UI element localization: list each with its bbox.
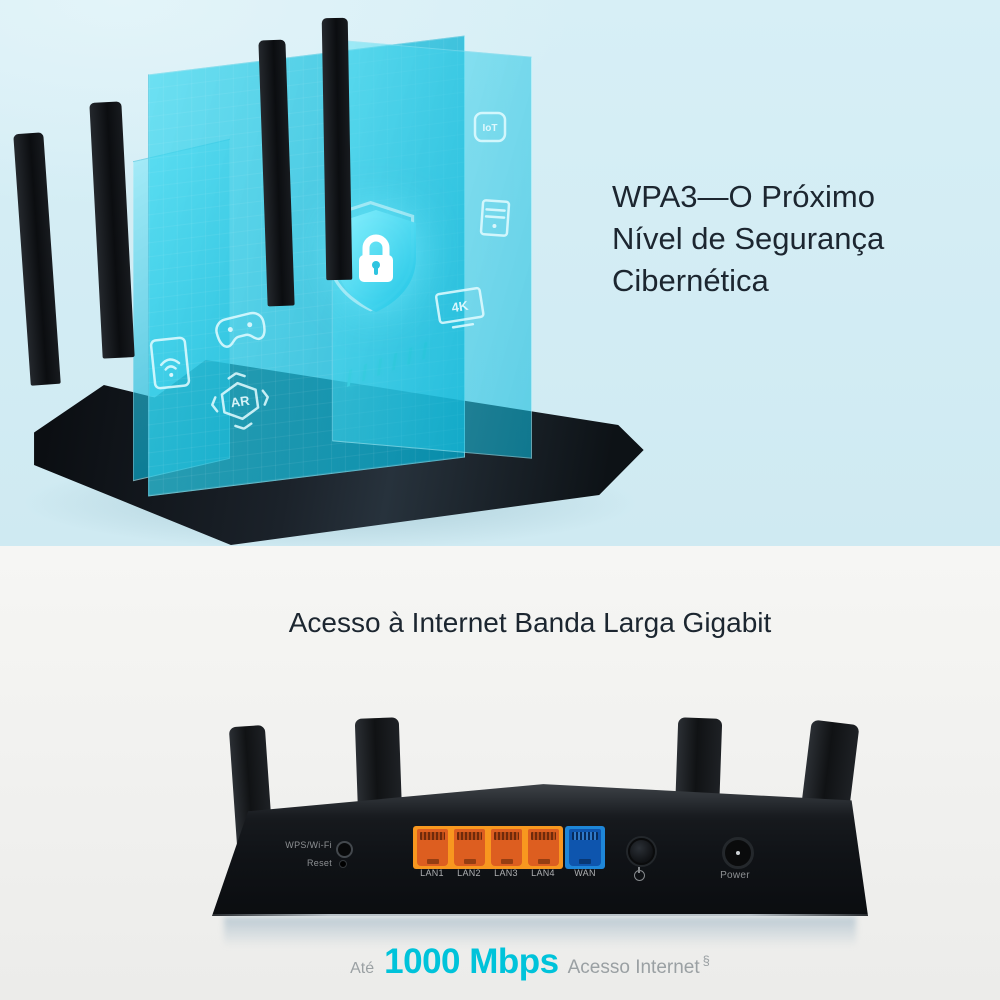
speed-footnote: § [702, 953, 710, 968]
router-body-back [212, 784, 868, 916]
wpa3-headline-line3: Cibernética [612, 262, 769, 298]
tv-4k-icon: 4K [430, 278, 489, 336]
ar-icon: AR [206, 368, 273, 434]
wpa3-section: AR [0, 0, 1000, 550]
lan2-label: LAN2 [457, 868, 481, 878]
lan1-label: LAN1 [420, 868, 444, 878]
dc-power-jack [722, 837, 754, 869]
nas-icon [477, 197, 514, 239]
router-holographic-illustration: AR [0, 0, 680, 550]
wan-port-block [565, 826, 605, 869]
lan3-label: LAN3 [494, 868, 518, 878]
lan-port-3 [491, 829, 522, 866]
speed-value: 1000 Mbps [384, 942, 559, 981]
game-controller-icon [207, 302, 274, 361]
lan-port-1 [417, 829, 448, 866]
reset-label: Reset [306, 858, 332, 868]
svg-text:4K: 4K [451, 298, 470, 316]
lan-port-4 [528, 829, 559, 866]
svg-text:IoT: IoT [483, 123, 498, 134]
iot-icon: IoT [472, 110, 508, 144]
power-button [628, 838, 655, 865]
gigabit-headline: Acesso à Internet Banda Larga Gigabit [288, 607, 772, 639]
router-antenna [13, 132, 61, 386]
lan4-label: LAN4 [531, 868, 555, 878]
router-antenna [321, 17, 353, 281]
router-back-illustration: WPS/Wi-Fi Reset LAN1 LAN2 LAN3 LAN4 WAN … [180, 700, 900, 970]
shield-lock-icon [324, 198, 428, 324]
wps-wifi-label: WPS/Wi-Fi [285, 840, 332, 850]
lan-port-2 [454, 829, 485, 866]
wan-port [569, 829, 601, 866]
wpa3-headline: WPA3—O Próximo Nível de Segurança Cibern… [612, 176, 972, 302]
wan-label: WAN [574, 868, 596, 878]
speed-prefix: Até [350, 960, 375, 977]
wifi-phone-icon [145, 334, 194, 392]
speed-line: Até 1000 Mbps Acesso Internet § [350, 942, 710, 982]
router-bottom-edge-highlight [212, 914, 868, 916]
wpa3-headline-line2: Nível de Segurança [612, 220, 885, 256]
router-antenna [89, 101, 135, 359]
power-symbol-icon [631, 866, 647, 882]
speed-suffix: Acesso Internet [567, 957, 700, 978]
power-label: Power [720, 870, 750, 881]
wps-button [336, 841, 353, 858]
lan-port-block [413, 826, 563, 869]
router-reflection [224, 917, 856, 947]
reset-pinhole [339, 860, 347, 868]
wpa3-headline-line1: WPA3—O Próximo [612, 178, 875, 214]
svg-text:AR: AR [230, 393, 251, 411]
